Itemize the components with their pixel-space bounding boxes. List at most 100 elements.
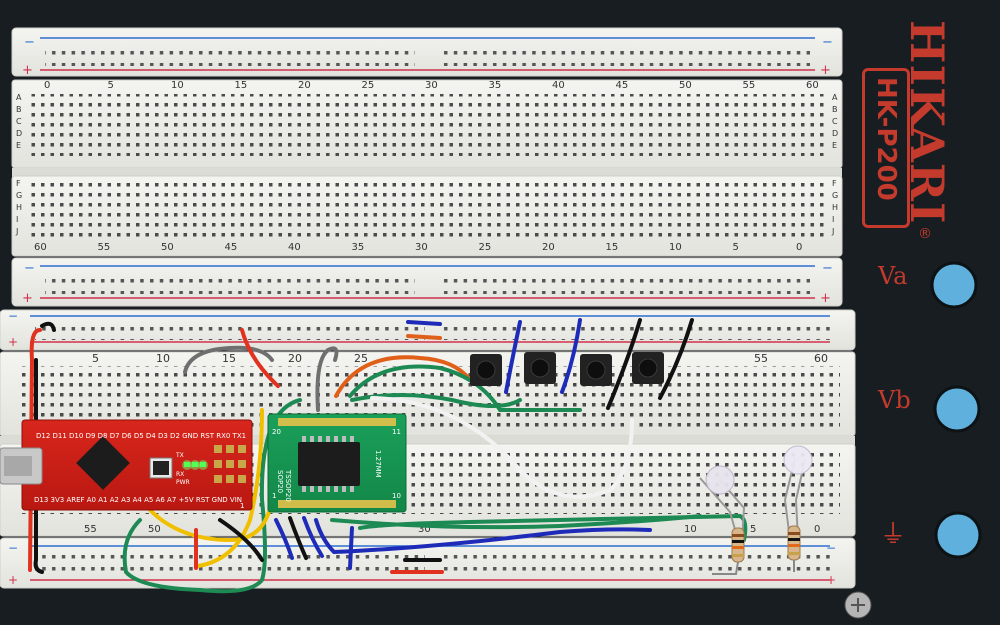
adapter-label-pitch: 1.27MM [374, 450, 382, 478]
bottom-rail-plus: + [8, 573, 18, 587]
rail-minus-label-2-right: − [822, 261, 833, 276]
post-label-va: Va [878, 262, 908, 290]
row-letter: E [832, 141, 837, 150]
row-letter: A [16, 93, 22, 102]
row-letter: D [832, 129, 838, 138]
row-letter: J [15, 227, 18, 236]
lower-rail-plus: + [8, 335, 18, 349]
column-number: 40 [552, 80, 565, 91]
column-number: 20 [298, 80, 311, 91]
arduino-nano-board: D12 D11 D10 D9 D8 D7 D6 D5 D4 D3 D2 GND … [0, 419, 253, 511]
column-number: 50 [161, 242, 174, 253]
column-number: 60 [34, 242, 47, 253]
post-vb [933, 385, 981, 433]
lower-column-number: 10 [156, 352, 170, 365]
column-number: 30 [425, 80, 438, 91]
lower-bottom-number: 0 [814, 524, 820, 535]
rail-minus-label-right: − [822, 35, 833, 50]
column-number: 50 [679, 80, 692, 91]
column-number: 60 [806, 80, 819, 91]
column-number: 15 [606, 242, 619, 253]
bottom-rail-minus: − [8, 541, 18, 555]
binding-posts [844, 261, 982, 619]
lower-bottom-number: 55 [84, 524, 97, 535]
column-number: 10 [669, 242, 682, 253]
row-letter: E [16, 141, 21, 150]
column-number: 10 [171, 80, 184, 91]
arduino-pin-1-label: 1 [240, 502, 244, 510]
tactile-switches [470, 352, 664, 386]
row-letter: I [16, 215, 18, 224]
column-number: 30 [415, 242, 428, 253]
row-letter: A [832, 93, 838, 102]
column-number: 25 [362, 80, 375, 91]
lower-bottom-number: 10 [684, 524, 697, 535]
row-letter: B [16, 105, 22, 114]
adapter-pin-20: 20 [272, 428, 281, 436]
adapter-pin-1: 1 [272, 492, 276, 500]
lower-column-number: 20 [288, 352, 302, 365]
model-badge: HK-P200 [862, 68, 910, 228]
lower-column-numbers: 5 10 15 20 25 55 60 [92, 352, 828, 365]
post-label-vb: Vb [878, 386, 911, 414]
bottom-rail-minus-right: − [826, 541, 836, 555]
rail-plus-label-2-right: + [820, 291, 831, 306]
row-letter: C [16, 117, 22, 126]
column-number: 5 [108, 80, 114, 91]
rail-minus-label: − [24, 35, 35, 50]
column-number: 45 [616, 80, 629, 91]
column-number: 0 [796, 242, 802, 253]
column-number: 25 [479, 242, 492, 253]
column-number: 55 [743, 80, 756, 91]
arduino-bottom-pin-labels: D13 3V3 AREF A0 A1 A2 A3 A4 A5 A6 A7 +5V… [34, 496, 242, 504]
registered-mark: ® [918, 226, 932, 242]
arduino-led-label-tx: TX [175, 452, 184, 459]
lower-column-number: 60 [814, 352, 828, 365]
column-number: 55 [98, 242, 111, 253]
adapter-label-sop20: SOP20 [276, 470, 284, 493]
lower-column-number: 25 [354, 352, 368, 365]
column-number: 35 [352, 242, 365, 253]
adapter-pin-10: 10 [392, 492, 401, 500]
row-letter: H [16, 203, 22, 212]
lower-rail-minus: − [8, 309, 18, 323]
lower-bottom-number: 50 [148, 524, 161, 535]
post-ground [934, 511, 982, 559]
column-number: 45 [225, 242, 238, 253]
rail-plus-label: + [22, 63, 33, 78]
arduino-led-label-rx: RX [176, 471, 184, 478]
row-letter: F [832, 179, 837, 188]
row-letter: C [832, 117, 838, 126]
sop20-adapter-board: SOP20 TSSOP20 1.27MM 20 11 10 1 [267, 413, 407, 513]
row-letter: G [16, 191, 22, 200]
arduino-top-pin-labels: D12 D11 D10 D9 D8 D7 D6 D5 D4 D3 D2 GND … [36, 432, 246, 440]
row-letter: D [16, 129, 22, 138]
column-number: 5 [733, 242, 739, 253]
column-number: 20 [542, 242, 555, 253]
leds-and-resistors [699, 445, 813, 575]
lower-bottom-number: 5 [750, 524, 756, 535]
led-1 [705, 465, 735, 495]
row-letter: G [832, 191, 838, 200]
row-letter: F [16, 179, 21, 188]
row-letter: I [832, 215, 834, 224]
row-letter: H [832, 203, 838, 212]
lower-column-number: 15 [222, 352, 236, 365]
column-number: 40 [288, 242, 301, 253]
row-letter: B [832, 105, 838, 114]
rail-minus-label-2: − [24, 261, 35, 276]
lower-column-number: 55 [754, 352, 768, 365]
bottom-rail-plus-right: + [826, 573, 836, 587]
adapter-pin-11: 11 [392, 428, 401, 436]
column-number: 15 [235, 80, 248, 91]
rail-plus-label-right: + [820, 63, 831, 78]
lower-column-number: 5 [92, 352, 99, 365]
led-2 [783, 445, 813, 475]
